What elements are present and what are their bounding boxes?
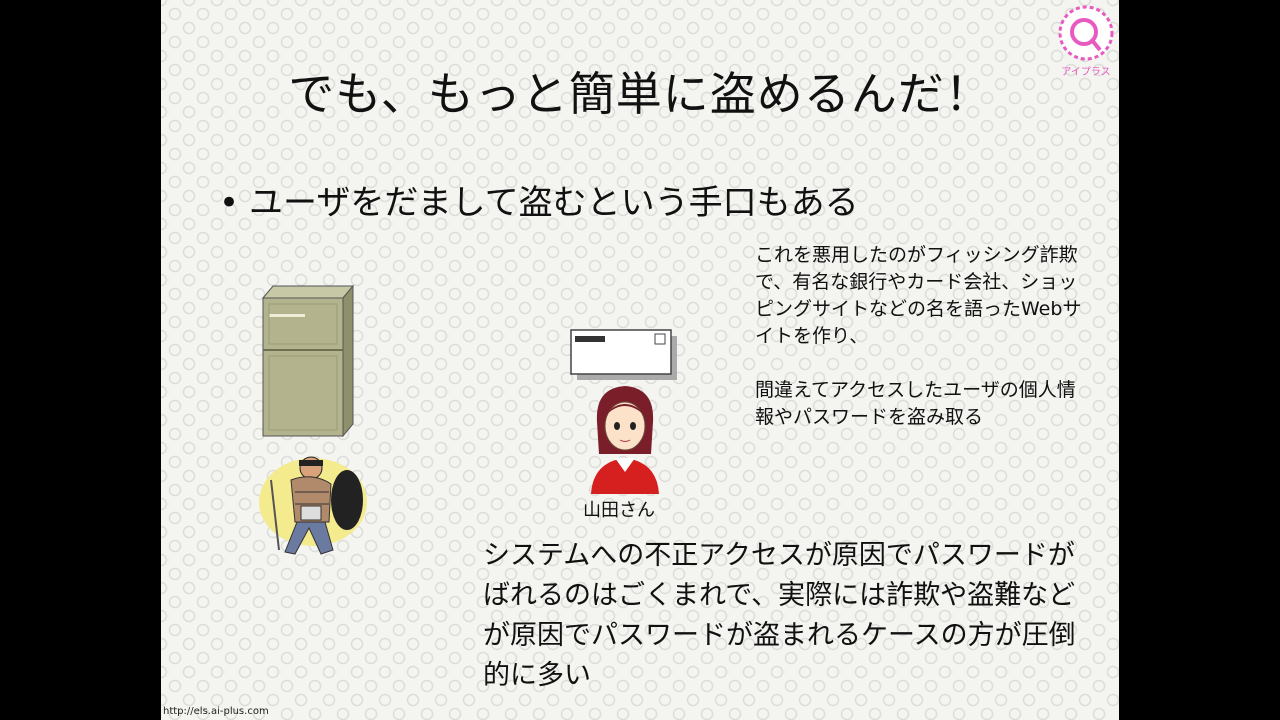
side-text-paragraph-2: 間違えてアクセスしたユーザの個人情報やパスワードを盗み取る [755, 379, 1076, 428]
slide-title: でも、もっと簡単に盗めるんだ！ [288, 67, 992, 121]
thief-icon [259, 456, 367, 555]
side-description: これを悪用したのがフィッシング詐欺で、有名な銀行やカード会社、ショッピングサイト… [755, 242, 1085, 431]
slide: でも、もっと簡単に盗めるんだ！ •ユーザをだまして盗むという手口もある [161, 0, 1119, 720]
server-icon [261, 284, 355, 438]
logo-icon [1058, 5, 1114, 61]
footer-url: http://els.ai-plus.com [163, 706, 269, 717]
logo-label: アイプラス [1061, 67, 1111, 78]
bullet-item: •ユーザをだまして盗むという手口もある [219, 175, 859, 224]
person-label: 山田さん [583, 500, 655, 521]
bullet-text: ユーザをだまして盗むという手口もある [249, 183, 859, 223]
woman-avatar-icon [591, 386, 659, 494]
bullet-marker: • [219, 183, 240, 223]
logo: アイプラス [1053, 5, 1119, 78]
envelope-icon [570, 329, 677, 380]
side-text-paragraph-1: これを悪用したのがフィッシング詐欺で、有名な銀行やカード会社、ショッピングサイト… [755, 244, 1082, 347]
main-statement: システムへの不正アクセスが原因でパスワードがばれるのはごくまれで、実際には詐欺や… [483, 540, 1076, 691]
